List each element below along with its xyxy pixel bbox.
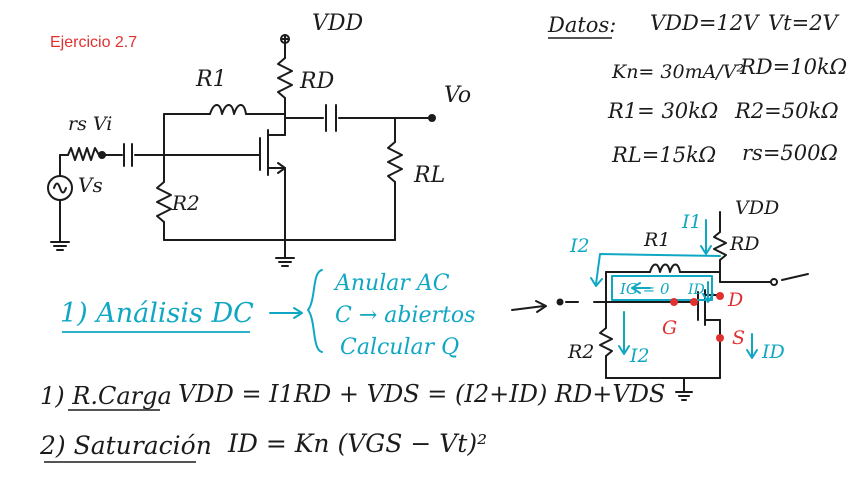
dc-node-dots [670,292,724,342]
main-circuit-labels: VDD R1 RD Vo rs Vi Vs R2 RL [68,11,471,215]
dc-label-s: S [732,327,745,349]
ig-box [611,275,713,301]
datos-heading: Datos: [547,13,616,37]
brace-line-3: Calcular Q [340,335,459,360]
dc-circuit-labels: VDD I1 I2 R1 RD IG = 0 ID D G S ID R2 I2 [567,197,785,367]
step-1b-label: 1) R.Carga [40,382,172,410]
brace-line-2: C → abiertos [335,303,475,328]
dc-rd-resistor [713,231,727,261]
arrow-to-dc-circuit [511,305,545,311]
dc-output-terminal [770,278,778,286]
datos-r2: R2=50kΩ [734,99,839,123]
dc-label-g: G [662,317,677,339]
steps-block: 1) Análisis DC Anular AC C → abiertos Ca… [39,269,665,463]
dc-label-i1: I1 [681,211,702,233]
vs-tilde [53,182,67,194]
r2-resistor [156,181,172,223]
page-title: Ejercicio 2.7 [50,34,138,51]
dc-label-r1: R1 [643,229,670,251]
step-1-label: 1) Análisis DC [60,298,254,329]
label-rl: RL [413,163,445,188]
dc-current-arrows [590,219,758,359]
datos-rs: rs=500Ω [742,141,838,165]
label-rs-vi: rs Vi [68,113,112,135]
dc-label-id-top: ID [687,282,705,298]
label-vo: Vo [444,83,471,108]
brace-line-1: Anular AC [333,271,450,296]
label-r2: R2 [171,191,200,215]
datos-block: Datos: VDD=12V Vt=2V Kn= 30mA/V² RD=10kΩ… [547,11,847,167]
dc-label-ig: IG = 0 [619,280,670,298]
dc-label-r2: R2 [567,341,594,363]
label-rd: RD [299,69,335,94]
brace [307,269,323,353]
label-vs: Vs [78,173,103,197]
datos-r1: R1= 30kΩ [607,99,718,123]
main-circuit [47,34,436,267]
label-vdd: VDD [312,11,364,36]
datos-rl: RL=15kΩ [611,143,716,167]
dc-r2-resistor [599,327,613,357]
step-2-label: 2) Saturación [39,431,212,460]
dc-label-rd: RD [729,233,760,255]
vo-terminal [428,114,436,122]
dc-label-i2b: I2 [629,345,650,367]
rs-resistor [67,147,100,161]
dc-label-id-s: ID [761,341,785,363]
arrow-i2-path [595,253,721,285]
dc-label-d: D [727,289,743,311]
datos-vt: Vt=2V [768,11,840,35]
dc-label-i2: I2 [569,235,590,257]
step-1b-equation: VDD = I1RD + VDS = (I2+ID) RD+VDS [178,380,665,408]
datos-kn: Kn= 30mA/V² [611,61,744,83]
rd-resistor [277,57,293,99]
step-2-equation: ID = Kn (VGS − Vt)² [227,429,487,458]
dc-circuit [556,211,809,401]
datos-vdd: VDD=12V [650,11,760,35]
dc-r1-resistor [649,263,681,273]
datos-rd: RD=10kΩ [739,55,847,79]
label-r1: R1 [195,67,227,92]
rl-resistor [387,141,403,183]
r1-resistor [209,104,247,115]
dc-label-vdd: VDD [735,197,779,219]
